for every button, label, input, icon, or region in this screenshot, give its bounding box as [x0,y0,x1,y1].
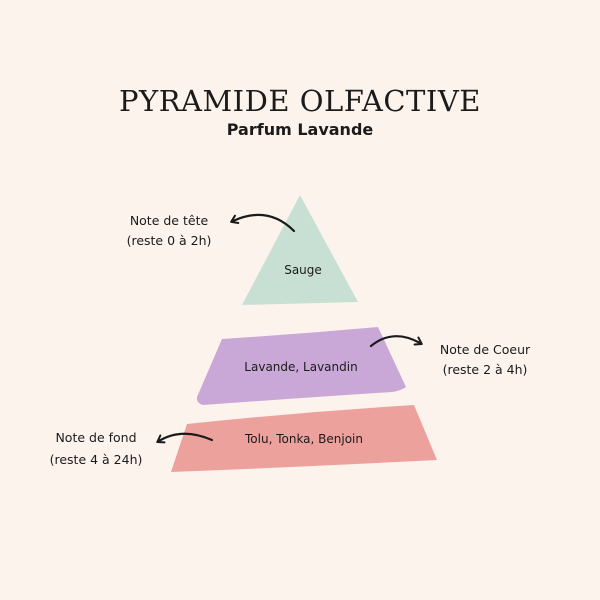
top-note-label: Note de tête [130,213,209,228]
heart-note-label: Note de Coeur [440,342,531,357]
top-note-ingredients: Sauge [284,263,322,277]
top-note-arrow [230,213,296,233]
top-note-duration: (reste 0 à 2h) [127,233,212,248]
base-note-duration: (reste 4 à 24h) [50,452,143,467]
page-subtitle: Parfum Lavande [226,120,374,139]
base-note-label: Note de fond [55,430,136,445]
heart-note-ingredients: Lavande, Lavandin [244,360,357,374]
page-title: PYRAMIDE OLFACTIVE [119,84,481,118]
base-note-arrow [156,432,214,444]
top-note-tier [242,195,358,305]
base-note-tier [171,405,437,472]
heart-note-tier [196,327,406,405]
heart-note-arrow [369,335,423,348]
base-note-ingredients: Tolu, Tonka, Benjoin [244,432,363,446]
heart-note-duration: (reste 2 à 4h) [443,362,528,377]
